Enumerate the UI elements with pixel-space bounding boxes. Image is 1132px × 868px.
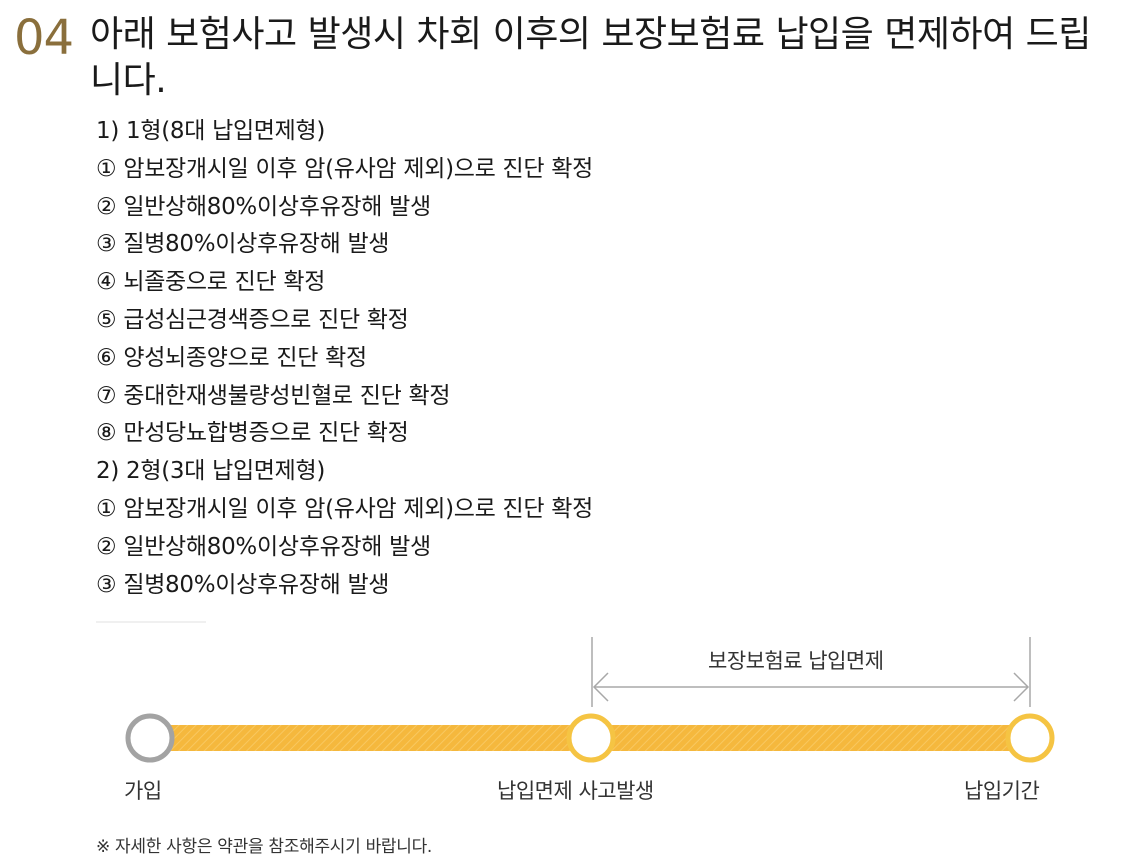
event-node: [566, 713, 616, 763]
end-node: [1005, 713, 1055, 763]
list-item: ① 암보장개시일 이후 암(유사암 제외)으로 진단 확정: [96, 155, 593, 182]
timeline-graphic: [96, 621, 1055, 763]
list-item: ⑤ 급성심근경색증으로 진단 확정: [96, 306, 409, 333]
list-item: ⑦ 중대한재생불량성빈혈로 진단 확정: [96, 382, 451, 409]
range-arrow-right-head: [1013, 672, 1030, 702]
list-item: ⑥ 양성뇌종양으로 진단 확정: [96, 344, 367, 371]
section-title: 아래 보험사고 발생시 차회 이후의 보장보험료 납입을 면제하여 드립니다.: [90, 14, 1091, 101]
list-item: ③ 질병80%이상후유장해 발생: [96, 571, 390, 598]
footnote: ※ 자세한 사항은 약관을 참조해주시기 바랍니다.: [96, 837, 433, 857]
coverage-group-1-heading: 1) 1형(8대 납입면제형): [96, 118, 326, 144]
range-arrow-left-head: [592, 672, 609, 702]
end-label: 납입기간: [964, 779, 1040, 803]
range-label: 보장보험료 납입면제: [708, 649, 884, 673]
list-item: ② 일반상해80%이상후유장해 발생: [96, 193, 431, 220]
list-item: ④ 뇌졸중으로 진단 확정: [96, 269, 326, 296]
list-item: ② 일반상해80%이상후유장해 발생: [96, 533, 431, 560]
list-item: ③ 질병80%이상후유장해 발생: [96, 231, 390, 258]
list-item: ① 암보장개시일 이후 암(유사암 제외)으로 진단 확정: [96, 495, 593, 522]
event-label: 납입면제 사고발생: [497, 779, 654, 803]
coverage-group-2-heading: 2) 2형(3대 납입면제형): [96, 458, 326, 485]
premium-waiver-timeline: 보장보험료 납입면제 가입 납입면제 사고발생 납입기간: [0, 615, 1132, 815]
coverage-list: 1) 1형(8대 납입면제형) ① 암보장개시일 이후 암(유사암 제외)으로 …: [96, 113, 593, 604]
list-item: ⑧ 만성당뇨합병증으로 진단 확정: [96, 420, 409, 447]
section-number: 04: [14, 10, 74, 66]
start-node: [125, 713, 175, 763]
start-label: 가입: [124, 779, 162, 803]
